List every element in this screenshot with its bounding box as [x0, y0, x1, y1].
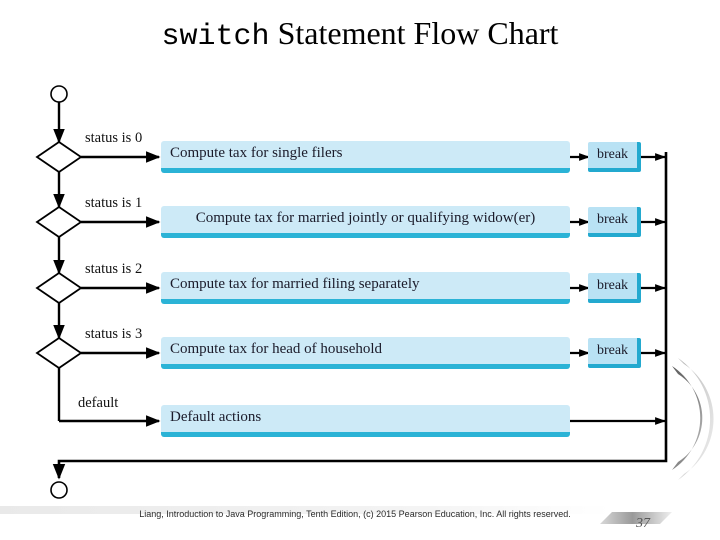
decision-diamond-status-2 [35, 271, 83, 305]
break-box-3: break [588, 338, 641, 368]
edge-label-status-1: status is 1 [85, 195, 143, 211]
title-mono-keyword: switch [161, 20, 270, 54]
page-number-swoosh [600, 512, 672, 524]
edge-label-default: default [78, 395, 119, 411]
decision-diamond-status-0 [35, 140, 83, 174]
process-box-default-actions: Default actions [161, 405, 570, 437]
title-serif-text: Statement Flow Chart [269, 15, 559, 51]
footer-credit: Liang, Introduction to Java Programming,… [139, 509, 571, 519]
process-box-married-separately: Compute tax for married filing separatel… [161, 272, 570, 304]
process-box-single-filers: Compute tax for single filers [161, 141, 570, 173]
edge-label-status-3: status is 3 [85, 326, 143, 342]
start-circle [50, 85, 68, 103]
decorative-swoosh [672, 358, 714, 480]
edge-label-status-2: status is 2 [85, 261, 143, 277]
break-box-0: break [588, 142, 641, 172]
process-box-head-of-household: Compute tax for head of household [161, 337, 570, 369]
process-box-married-jointly: Compute tax for married jointly or quali… [161, 206, 570, 238]
page-title: switch Statement Flow Chart [0, 12, 720, 58]
break-box-2: break [588, 273, 641, 303]
decision-diamond-status-1 [35, 205, 83, 239]
merge-rail [52, 152, 668, 480]
decision-diamond-status-3 [35, 336, 83, 370]
page-number: 37 [636, 516, 650, 531]
break-box-1: break [588, 207, 641, 237]
footer-bar [0, 506, 610, 514]
end-circle [50, 481, 68, 499]
edge-label-status-0: status is 0 [85, 130, 143, 146]
